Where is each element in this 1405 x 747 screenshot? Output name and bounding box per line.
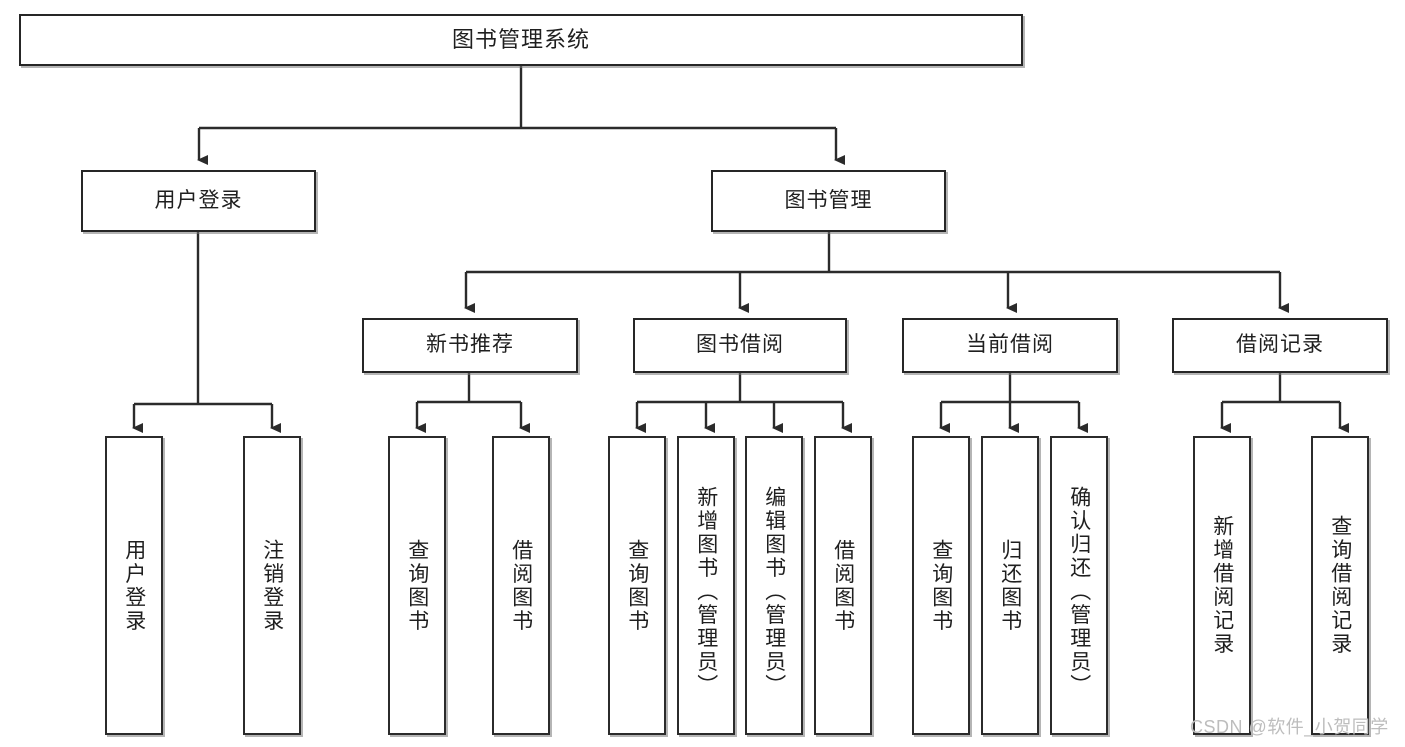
leaf-add-book-label: 新增图书（管理员） [694,485,718,698]
leaf-query-book-1[interactable]: 查询图书 [388,436,446,735]
leaf-logout-login[interactable]: 注销登录 [243,436,301,735]
node-root-label: 图书管理系统 [451,27,590,53]
leaf-borrow-book-1-label: 借阅图书 [509,538,533,633]
leaf-query-book-3[interactable]: 查询图书 [912,436,970,735]
node-user-login-label: 用户登录 [154,188,243,212]
leaf-logout-login-label: 注销登录 [260,538,284,633]
leaf-query-book-3-label: 查询图书 [929,538,953,633]
node-book-borrow-label: 图书借阅 [696,333,784,357]
leaf-query-book-2-label: 查询图书 [625,538,649,633]
leaf-add-record-label: 新增借阅记录 [1210,515,1234,656]
leaf-borrow-book-2[interactable]: 借阅图书 [814,436,872,735]
leaf-borrow-book-2-label: 借阅图书 [831,538,855,633]
leaf-return-book[interactable]: 归还图书 [981,436,1039,735]
leaf-query-record-label: 查询借阅记录 [1328,515,1352,656]
leaf-add-book[interactable]: 新增图书（管理员） [677,436,735,735]
leaf-edit-book-label: 编辑图书（管理员） [762,485,786,698]
leaf-query-record[interactable]: 查询借阅记录 [1311,436,1369,735]
leaf-user-login-label: 用户登录 [122,538,146,633]
leaf-confirm-return[interactable]: 确认归还（管理员） [1050,436,1108,735]
leaf-borrow-book-1[interactable]: 借阅图书 [492,436,550,735]
node-user-login[interactable]: 用户登录 [81,170,316,232]
node-book-manage-label: 图书管理 [784,188,873,212]
node-root[interactable]: 图书管理系统 [19,14,1023,66]
leaf-query-book-2[interactable]: 查询图书 [608,436,666,735]
node-borrow-record[interactable]: 借阅记录 [1172,318,1388,373]
node-current-borrow[interactable]: 当前借阅 [902,318,1118,373]
leaf-return-book-label: 归还图书 [998,538,1022,633]
node-new-book-rec-label: 新书推荐 [426,333,514,357]
node-book-manage[interactable]: 图书管理 [711,170,946,232]
leaf-edit-book[interactable]: 编辑图书（管理员） [745,436,803,735]
leaf-add-record[interactable]: 新增借阅记录 [1193,436,1251,735]
leaf-user-login[interactable]: 用户登录 [105,436,163,735]
leaf-query-book-1-label: 查询图书 [405,538,429,633]
node-book-borrow[interactable]: 图书借阅 [633,318,847,373]
node-borrow-record-label: 借阅记录 [1236,333,1324,357]
node-current-borrow-label: 当前借阅 [966,333,1054,357]
node-new-book-rec[interactable]: 新书推荐 [362,318,578,373]
leaf-confirm-return-label: 确认归还（管理员） [1067,485,1091,698]
